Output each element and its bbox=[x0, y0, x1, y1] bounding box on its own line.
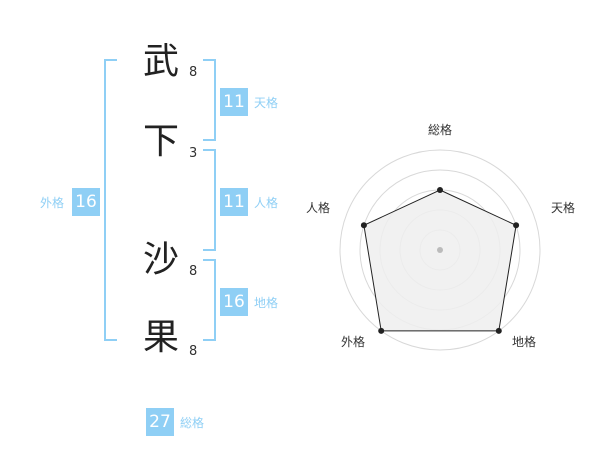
stroke-count-2: 3 bbox=[189, 146, 198, 161]
name-char-4: 果 bbox=[143, 317, 180, 358]
tenkaku-value-badge: 11 bbox=[220, 88, 248, 116]
stroke-count-1: 8 bbox=[189, 65, 198, 80]
jinkaku-label: 人格 bbox=[254, 196, 279, 210]
soukaku-value-badge: 27 bbox=[146, 408, 174, 436]
radar-label-chikaku: 地格 bbox=[512, 334, 536, 349]
radar-point-soukaku bbox=[437, 187, 443, 193]
radar-label-jinkaku: 人格 bbox=[306, 200, 330, 215]
gaikaku-value-badge: 16 bbox=[72, 188, 100, 216]
radar-point-gaikaku bbox=[378, 327, 385, 334]
jinkaku-value-badge: 11 bbox=[220, 188, 248, 216]
name-char-2: 下 bbox=[143, 121, 180, 162]
radar-ring bbox=[339, 149, 541, 351]
gaikaku-label: 外格 bbox=[40, 196, 65, 210]
radar-point-chikaku bbox=[495, 327, 502, 334]
radar-label-tenkaku: 天格 bbox=[551, 200, 575, 215]
name-char-1: 武 bbox=[143, 41, 180, 82]
radar-center-dot bbox=[437, 247, 443, 253]
jinkaku-bracket bbox=[203, 149, 216, 251]
radar-points bbox=[360, 187, 520, 334]
stroke-count-3: 8 bbox=[189, 264, 198, 279]
chikaku-value-badge: 16 bbox=[220, 288, 248, 316]
tenkaku-bracket bbox=[203, 59, 216, 141]
stroke-count-4: 8 bbox=[189, 344, 198, 359]
radar-point-jinkaku bbox=[360, 222, 367, 229]
radar-label-soukaku: 総格 bbox=[428, 122, 452, 137]
radar-shape bbox=[363, 189, 517, 332]
gaikaku-bracket bbox=[104, 59, 117, 341]
chikaku-label: 地格 bbox=[254, 296, 279, 310]
radar-label-gaikaku: 外格 bbox=[341, 334, 365, 349]
name-char-3: 沙 bbox=[143, 239, 180, 280]
tenkaku-label: 天格 bbox=[254, 96, 279, 110]
chikaku-bracket bbox=[203, 259, 216, 341]
radar-point-tenkaku bbox=[513, 222, 520, 229]
soukaku-label: 総格 bbox=[180, 416, 205, 430]
